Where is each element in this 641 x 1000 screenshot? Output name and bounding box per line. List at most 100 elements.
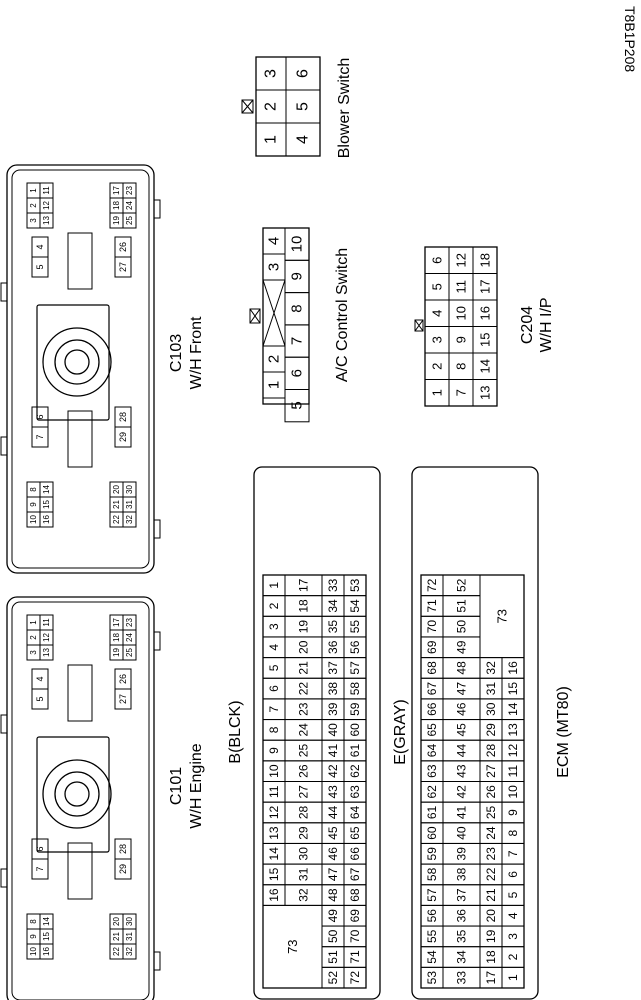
pin-number: 36	[326, 640, 340, 654]
pin-number: 1	[263, 135, 280, 144]
latch	[0, 436, 8, 456]
pin-number: 3	[430, 336, 445, 343]
pin-number: 8	[454, 363, 469, 370]
latch	[0, 714, 8, 734]
pin-number: 51	[326, 950, 340, 964]
pin-number: 3	[263, 69, 280, 78]
pin-number: 23	[125, 618, 134, 627]
pin-number: 11	[42, 618, 51, 627]
pin-cell	[31, 688, 49, 710]
cross-line	[249, 308, 261, 324]
center-boss	[36, 304, 110, 421]
latch	[0, 868, 8, 888]
pin-number: 24	[297, 723, 311, 737]
pin-number: 18	[112, 633, 121, 642]
pin-number: 5	[430, 283, 445, 290]
pin-number: 2	[29, 635, 38, 640]
pin-number: 21	[112, 500, 121, 509]
pin-cell	[31, 858, 49, 880]
pin-number: 7	[506, 850, 520, 857]
pin-number: 7	[454, 389, 469, 396]
pin-number: 29	[118, 432, 128, 442]
pin-number: 40	[326, 723, 340, 737]
pin-number: 6	[289, 369, 306, 377]
pin-number: 4	[267, 644, 281, 651]
pin-number: 16	[478, 306, 493, 320]
pin-number: 67	[348, 867, 362, 881]
pin-number: 4	[35, 244, 45, 249]
pin-number: 14	[506, 702, 520, 716]
pin-number: 58	[348, 682, 362, 696]
pin-number: 9	[267, 747, 281, 754]
pin-number: 35	[455, 929, 469, 943]
pin-number: 67	[425, 682, 439, 696]
pin-number: 14	[267, 847, 281, 861]
pin-number: 3	[506, 933, 520, 940]
pin-number: 18	[484, 950, 498, 964]
pin-number: 25	[125, 648, 134, 657]
pin-number: 32	[125, 515, 134, 524]
guide-slot	[67, 664, 93, 722]
pin-number: 17	[297, 578, 311, 592]
pin-number: 34	[455, 950, 469, 964]
pin-number: 13	[267, 826, 281, 840]
ecm-b-grid	[262, 574, 367, 989]
pin-number: 9	[29, 934, 38, 939]
pin-number: 9	[29, 502, 38, 507]
pin-number: 50	[326, 929, 340, 943]
pin-number: 6	[267, 685, 281, 692]
pin-cell	[114, 426, 132, 448]
pin-number: 27	[118, 694, 128, 704]
pin-number: 51	[455, 599, 469, 613]
pin-number: 52	[455, 578, 469, 592]
pin-number: 13	[42, 216, 51, 225]
pin-cell	[122, 212, 137, 229]
pin-number: 27	[297, 785, 311, 799]
pin-number: 2	[263, 102, 280, 111]
pin-number: 64	[425, 744, 439, 758]
pin-number: 23	[297, 702, 311, 716]
pin-cell	[122, 943, 137, 960]
pin-number: 3	[29, 218, 38, 223]
pin-number: 49	[326, 909, 340, 923]
pin-number: 10	[267, 764, 281, 778]
pin-number: 28	[118, 412, 128, 422]
pin-number: 14	[478, 359, 493, 373]
pin-cell	[122, 644, 137, 661]
pin-number: 64	[348, 805, 362, 819]
pin-number: 65	[348, 826, 362, 840]
pin-number: 61	[348, 744, 362, 758]
housing	[6, 596, 155, 1000]
pin-number: 43	[455, 764, 469, 778]
pin-number: 66	[425, 702, 439, 716]
pin-number: 44	[455, 744, 469, 758]
pin-number: 5	[35, 264, 45, 269]
connector-ecm: 7316151413121110987654321323130292827262…	[253, 466, 539, 1000]
pin-number: 38	[455, 867, 469, 881]
pin-number: 62	[425, 785, 439, 799]
pin-number: 47	[326, 867, 340, 881]
cross-line	[262, 279, 286, 347]
pin-number: 20	[297, 640, 311, 654]
pin-number: 63	[425, 764, 439, 778]
pin-number: 4	[35, 676, 45, 681]
pin-number: 30	[125, 485, 134, 494]
c103-id: C103	[168, 334, 185, 372]
cross-line	[414, 319, 424, 332]
pin-number: 41	[455, 805, 469, 819]
pin-number: 6	[295, 69, 312, 78]
pin-number: 2	[506, 953, 520, 960]
pin-number: 1	[430, 389, 445, 396]
pin-number: 22	[112, 515, 121, 524]
pin-number: 70	[348, 929, 362, 943]
latch	[153, 519, 161, 539]
ecm-e-housing	[411, 466, 539, 1000]
latch	[153, 951, 161, 971]
pin-number: 21	[112, 932, 121, 941]
pin-number: 3	[29, 650, 38, 655]
pin-number: 7	[35, 866, 45, 871]
pin-number: 31	[297, 867, 311, 881]
pin-number: 3	[267, 623, 281, 630]
pin-number: 1	[29, 188, 38, 193]
